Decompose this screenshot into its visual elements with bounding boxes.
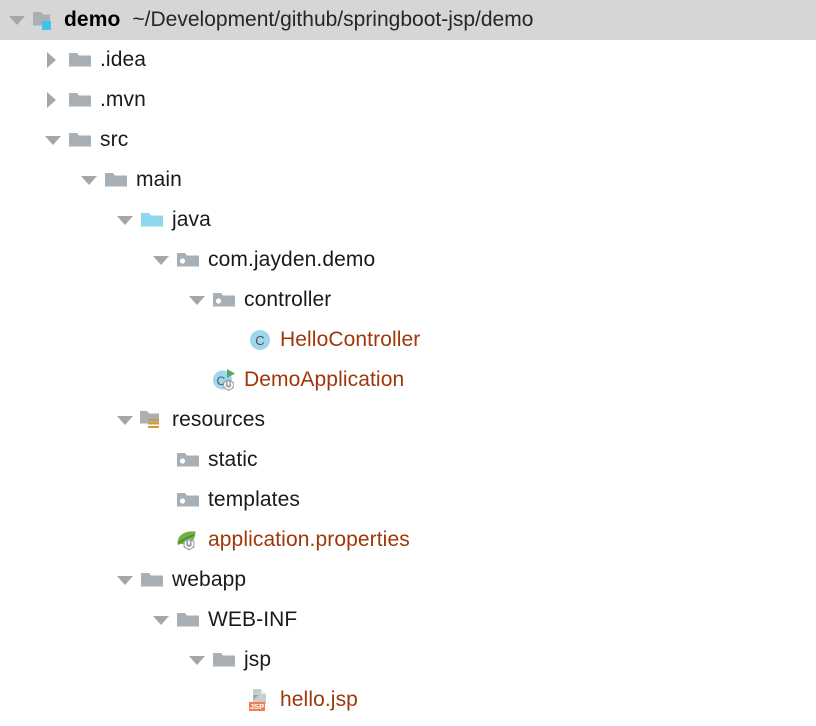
- folder-icon: [138, 566, 166, 594]
- tree-node-label: WEB-INF: [208, 608, 298, 631]
- tree-row[interactable]: resources: [0, 400, 816, 440]
- toggle-spacer: [148, 520, 174, 560]
- toggle-spacer: [220, 320, 246, 360]
- tree-row[interactable]: templates: [0, 480, 816, 520]
- package-icon: [210, 286, 238, 314]
- tree-row[interactable]: C DemoApplication: [0, 360, 816, 400]
- expand-arrow-icon[interactable]: [4, 0, 30, 40]
- spring-boot-application-icon: C: [210, 366, 238, 394]
- toggle-spacer: [220, 680, 246, 720]
- tree-node-label: static: [208, 448, 258, 471]
- project-root-path: ~/Development/github/springboot-jsp/demo: [132, 8, 534, 31]
- tree-node-label: .idea: [100, 48, 147, 71]
- jsp-file-icon: JSP: [246, 686, 274, 714]
- folder-icon: [66, 86, 94, 114]
- expand-arrow-icon[interactable]: [148, 240, 174, 280]
- tree-node-label: DemoApplication: [244, 368, 405, 391]
- tree-row[interactable]: jsp: [0, 640, 816, 680]
- tree-node-label: controller: [244, 288, 332, 311]
- toggle-spacer: [184, 360, 210, 400]
- expand-arrow-icon[interactable]: [184, 280, 210, 320]
- tree-node-label: templates: [208, 488, 300, 511]
- tree-node-label: application.properties: [208, 528, 410, 551]
- toggle-spacer: [148, 440, 174, 480]
- tree-row[interactable]: webapp: [0, 560, 816, 600]
- package-icon: [174, 246, 202, 274]
- tree-row[interactable]: java: [0, 200, 816, 240]
- expand-arrow-icon[interactable]: [40, 80, 66, 120]
- tree-node-label: webapp: [172, 568, 247, 591]
- expand-arrow-icon[interactable]: [112, 200, 138, 240]
- tree-row[interactable]: application.properties: [0, 520, 816, 560]
- toggle-spacer: [148, 480, 174, 520]
- folder-icon: [66, 46, 94, 74]
- tree-node-label: src: [100, 128, 129, 151]
- tree-row[interactable]: com.jayden.demo: [0, 240, 816, 280]
- source-root-folder-icon: [138, 206, 166, 234]
- svg-text:JSP: JSP: [250, 702, 264, 711]
- tree-row[interactable]: .idea: [0, 40, 816, 80]
- expand-arrow-icon[interactable]: [148, 600, 174, 640]
- folder-icon: [66, 126, 94, 154]
- expand-arrow-icon[interactable]: [40, 40, 66, 80]
- expand-arrow-icon[interactable]: [184, 640, 210, 680]
- tree-node-label: java: [172, 208, 211, 231]
- project-root-name: demo: [64, 8, 121, 31]
- tree-node-label: jsp: [244, 648, 272, 671]
- java-class-icon: C: [246, 326, 274, 354]
- svg-text:C: C: [255, 333, 264, 348]
- tree-node-label: HelloController: [280, 328, 421, 351]
- tree-row[interactable]: JSP hello.jsp: [0, 680, 816, 720]
- resource-root-folder-icon: [138, 406, 166, 434]
- tree-row[interactable]: src: [0, 120, 816, 160]
- tree-row[interactable]: static: [0, 440, 816, 480]
- expand-arrow-icon[interactable]: [112, 400, 138, 440]
- tree-row[interactable]: C HelloController: [0, 320, 816, 360]
- expand-arrow-icon[interactable]: [76, 160, 102, 200]
- tree-row[interactable]: .mvn: [0, 80, 816, 120]
- package-icon: [174, 486, 202, 514]
- svg-text:C: C: [217, 374, 226, 388]
- tree-node-label: .mvn: [100, 88, 146, 111]
- tree-row[interactable]: main: [0, 160, 816, 200]
- tree-node-label: resources: [172, 408, 266, 431]
- folder-icon: [174, 606, 202, 634]
- folder-icon: [102, 166, 130, 194]
- tree-node-list: .idea .mvn src main java com.jayden.demo…: [0, 40, 816, 720]
- spring-properties-icon: [174, 526, 202, 554]
- folder-icon: [210, 646, 238, 674]
- package-icon: [174, 446, 202, 474]
- tree-node-label: hello.jsp: [280, 688, 358, 711]
- tree-row-project-root[interactable]: demo ~/Development/github/springboot-jsp…: [0, 0, 816, 40]
- tree-row[interactable]: controller: [0, 280, 816, 320]
- tree-node-label: main: [136, 168, 182, 191]
- module-icon: [30, 6, 58, 34]
- tree-node-label: com.jayden.demo: [208, 248, 376, 271]
- tree-row[interactable]: WEB-INF: [0, 600, 816, 640]
- expand-arrow-icon[interactable]: [112, 560, 138, 600]
- expand-arrow-icon[interactable]: [40, 120, 66, 160]
